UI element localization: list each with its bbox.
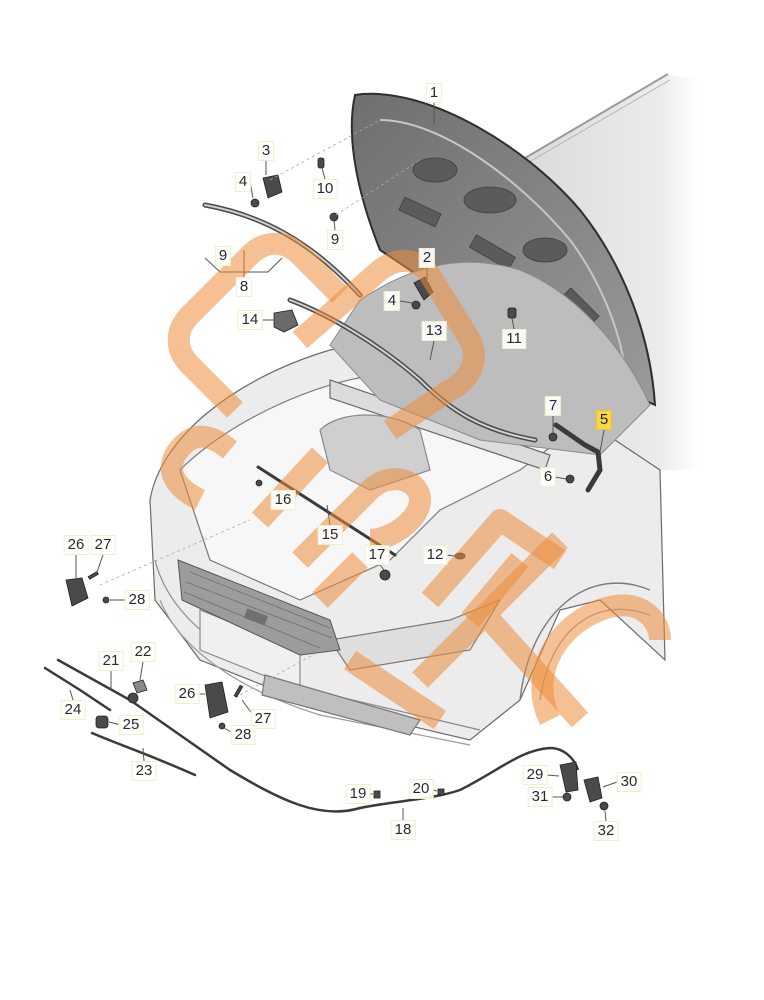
part-callout-9[interactable]: 9 [214,246,232,266]
part-callout-7[interactable]: 7 [544,396,562,416]
hood-prop-rod [553,422,603,493]
part-callout-32[interactable]: 32 [593,821,619,841]
part-callout-14[interactable]: 14 [237,310,263,330]
part-callout-15[interactable]: 15 [317,525,343,545]
part-callout-11[interactable]: 11 [502,329,526,349]
part-callout-5[interactable]: 5 [595,410,613,430]
part-callout-29[interactable]: 29 [522,765,548,785]
part-callout-20[interactable]: 20 [408,779,434,799]
watermark [160,232,671,730]
hardware-parts [65,157,609,811]
part-callout-8[interactable]: 8 [235,277,253,297]
release-cable [229,746,580,813]
part-callout-27[interactable]: 27 [90,535,116,555]
front-grille [177,559,341,656]
part-callout-24[interactable]: 24 [60,700,86,720]
part-callout-30[interactable]: 30 [616,772,642,792]
part-callout-6[interactable]: 6 [539,467,557,487]
part-callout-13[interactable]: 13 [421,321,447,341]
part-callout-10[interactable]: 10 [312,179,338,199]
part-callout-26[interactable]: 26 [63,535,89,555]
part-callout-2[interactable]: 2 [418,248,436,268]
part-callout-28[interactable]: 28 [230,725,256,745]
part-callout-18[interactable]: 18 [390,820,416,840]
part-callout-16[interactable]: 16 [270,490,296,510]
part-callout-19[interactable]: 19 [345,784,371,804]
part-callout-27[interactable]: 27 [250,709,276,729]
part-callout-12[interactable]: 12 [422,545,448,565]
part-callout-4[interactable]: 4 [234,172,252,192]
part-callout-22[interactable]: 22 [130,642,156,662]
part-callout-17[interactable]: 17 [364,545,390,565]
alignment-lines [99,119,421,696]
part-callout-4[interactable]: 4 [383,291,401,311]
part-callout-31[interactable]: 31 [527,787,553,807]
part-callout-28[interactable]: 28 [124,590,150,610]
part-callout-26[interactable]: 26 [174,684,200,704]
part-callout-21[interactable]: 21 [98,651,124,671]
part-callout-25[interactable]: 25 [118,715,144,735]
part-callout-9[interactable]: 9 [326,230,344,250]
part-callout-1[interactable]: 1 [425,83,443,103]
part-callout-3[interactable]: 3 [257,141,275,161]
part-callout-23[interactable]: 23 [131,761,157,781]
